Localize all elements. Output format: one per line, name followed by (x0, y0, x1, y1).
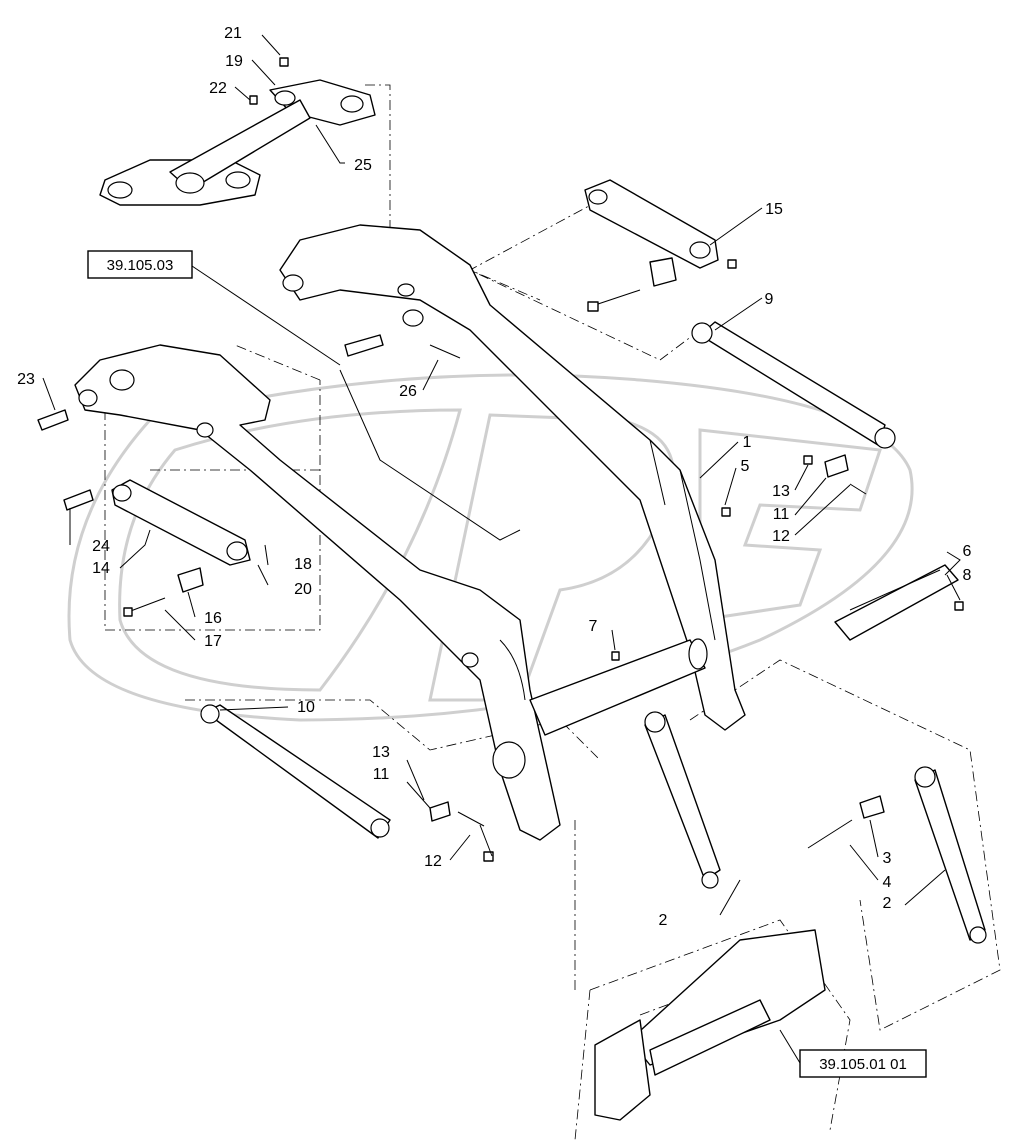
callout-20: 20 (294, 581, 312, 598)
callout-16: 16 (204, 610, 222, 627)
link-bar-14 (111, 479, 251, 617)
callout-1: 1 (743, 434, 752, 451)
callout-5: 5 (741, 458, 750, 475)
callout-2-left: 2 (659, 912, 668, 929)
callout-17: 17 (204, 633, 222, 650)
callout-6: 6 (963, 543, 972, 560)
callout-23: 23 (17, 371, 35, 388)
callout-3: 3 (883, 850, 892, 867)
quick-coupler (594, 929, 826, 1121)
pins-23-24 (37, 334, 384, 511)
hydraulic-cylinder-2-right (807, 766, 987, 944)
callout-12-left: 12 (424, 853, 442, 870)
pin-11-right (721, 454, 867, 517)
callout-19: 19 (225, 53, 243, 70)
hydraulic-cylinder-9 (691, 321, 896, 449)
callout-24: 24 (92, 538, 110, 555)
callout-15: 15 (765, 201, 783, 218)
callout-7: 7 (589, 618, 598, 635)
callout-13-left: 13 (372, 744, 390, 761)
callout-4: 4 (883, 874, 892, 891)
callout-8: 8 (963, 567, 972, 584)
linkage-rod-26 (339, 344, 521, 541)
callout-11-left: 11 (373, 766, 390, 783)
reference-box-top[interactable]: 39.105.03 (87, 250, 193, 279)
callout-2-right: 2 (883, 895, 892, 912)
callout-numbers: 21 19 22 25 15 9 23 26 1 5 13 11 12 24 1… (17, 25, 971, 929)
callout-21: 21 (224, 25, 242, 42)
cross-link-25 (99, 57, 376, 206)
callout-13-right: 13 (772, 483, 790, 500)
callout-18: 18 (294, 556, 312, 573)
callout-25: 25 (354, 157, 372, 174)
callout-12-right: 12 (772, 528, 790, 545)
callout-22: 22 (209, 80, 227, 97)
callout-10: 10 (297, 699, 315, 716)
callout-9: 9 (765, 291, 774, 308)
reference-box-top-label: 39.105.03 (107, 257, 174, 274)
hydraulic-cylinder-2-left (644, 711, 721, 889)
hydraulic-cylinder-10 (200, 704, 494, 862)
link-bar-15 (584, 179, 737, 312)
callout-14: 14 (92, 560, 110, 577)
callout-11-right: 11 (773, 506, 790, 523)
reference-box-bottom[interactable]: 39.105.01 01 (799, 1049, 927, 1078)
step-plate-6 (611, 564, 964, 661)
callout-26: 26 (399, 383, 417, 400)
leader-lines (42, 34, 961, 1064)
loader-boom-left (74, 344, 561, 841)
reference-box-bottom-label: 39.105.01 01 (819, 1056, 907, 1073)
cross-tube (529, 638, 708, 736)
loader-boom-right (279, 224, 746, 731)
